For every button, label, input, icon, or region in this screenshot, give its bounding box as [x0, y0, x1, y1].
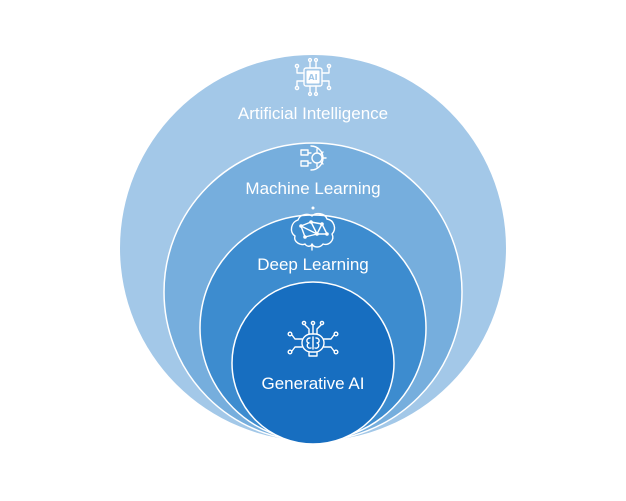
chip-text: AI [308, 73, 317, 82]
brain-network-icon [290, 206, 336, 251]
ring-genai-circle [231, 281, 395, 445]
label-generative-ai: Generative AI [261, 374, 364, 393]
label-deep-learning: Deep Learning [257, 255, 369, 274]
gear-learning-icon [300, 145, 327, 171]
ring-generative-ai [231, 281, 395, 445]
label-artificial-intelligence: Artificial Intelligence [238, 104, 388, 123]
circuit-brain-icon [287, 320, 339, 357]
label-machine-learning: Machine Learning [245, 179, 380, 198]
ai-chip-icon: AI [294, 57, 332, 97]
